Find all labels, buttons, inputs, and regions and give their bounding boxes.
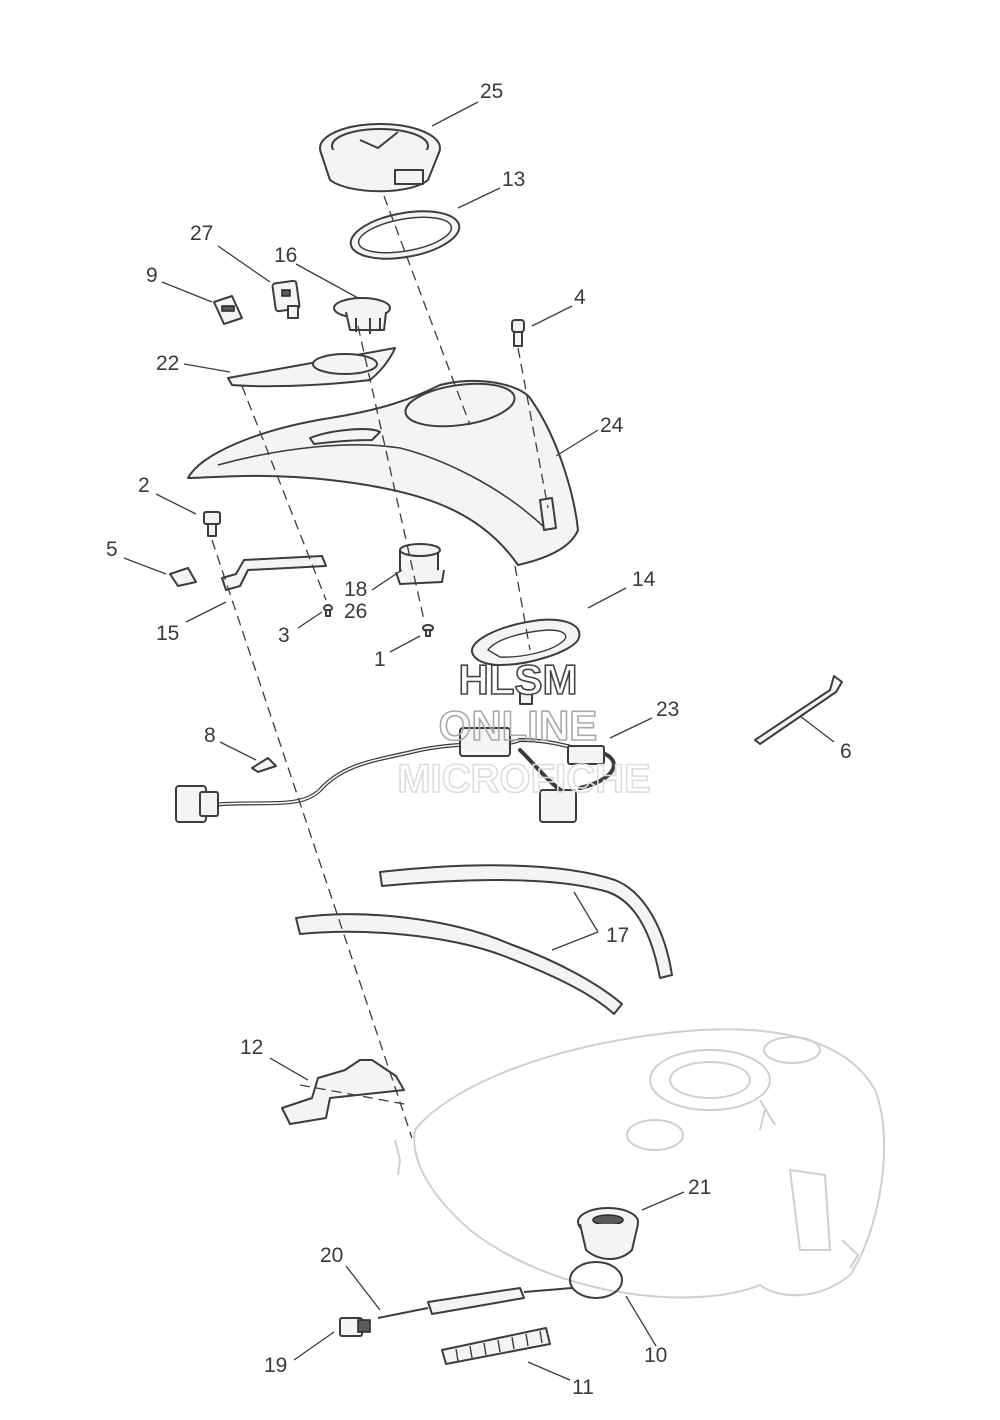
callout-23: 23: [656, 698, 679, 721]
watermark-line-3: MICROFICHE: [397, 757, 650, 801]
callout-13: 13: [502, 168, 525, 191]
part-18-switch: [395, 543, 445, 585]
part-13-gasket: [349, 210, 461, 260]
callout-18: 18: [344, 578, 367, 601]
callout-2: 2: [138, 474, 150, 497]
callout-1: 1: [374, 648, 386, 671]
part-27-clip: [271, 279, 301, 319]
watermark: HLSM ONLINE MICROFICHE: [397, 655, 652, 802]
part-21-fuel-cap: [577, 1207, 639, 1260]
leader-lines: [123, 101, 835, 1381]
callout-22: 22: [156, 352, 179, 375]
part-10-o-ring: [569, 1261, 623, 1299]
callout-5: 5: [106, 538, 118, 561]
part-16-switch: [333, 297, 391, 334]
part-22-trim: [227, 347, 396, 388]
part-24-console: [187, 379, 579, 566]
part-15-bracket: [221, 555, 327, 591]
callout-26: 26: [344, 600, 367, 623]
part-8-clip: [251, 757, 277, 773]
callout-15: 15: [156, 622, 179, 645]
callout-27: 27: [190, 222, 213, 245]
callout-labels: 25 13 27 16 9 4 22 24 2 5 18 26 3 15 14 …: [106, 80, 852, 1399]
part-9-clip: [213, 295, 243, 325]
callout-3: 3: [278, 624, 290, 647]
callout-10: 10: [644, 1344, 667, 1367]
part-6-cable-tie: [754, 675, 843, 745]
part-4-screw: [511, 319, 525, 347]
watermark-line-1: HLSM: [459, 656, 578, 703]
part-25-gauge: [319, 123, 441, 193]
part-17-strips: [295, 864, 673, 1015]
part-14-bezel: [470, 618, 581, 666]
part-12-bracket: [281, 1059, 405, 1125]
callout-12: 12: [240, 1036, 263, 1059]
callout-19: 19: [264, 1354, 287, 1377]
callout-9: 9: [146, 264, 158, 287]
callout-17: 17: [606, 924, 629, 947]
callout-8: 8: [204, 724, 216, 747]
part-26-screw: [323, 604, 333, 617]
callout-21: 21: [688, 1176, 711, 1199]
part-20-sensor: [377, 1287, 573, 1319]
watermark-line-2: ONLINE: [439, 702, 598, 749]
alignment-lines: [211, 195, 549, 1139]
callout-20: 20: [320, 1244, 343, 1267]
part-19-connector: [339, 1317, 371, 1337]
fuel-tank-ghost: [394, 1028, 886, 1299]
part-1-screw: [422, 624, 434, 637]
callout-6: 6: [840, 740, 852, 763]
callout-11: 11: [572, 1376, 594, 1399]
callout-25: 25: [480, 80, 503, 103]
part-5-clip: [169, 567, 197, 587]
callout-14: 14: [632, 568, 656, 591]
part-2-bolt: [203, 511, 221, 537]
part-11-sleeve: [441, 1327, 551, 1365]
callout-16: 16: [274, 244, 297, 267]
callout-24: 24: [600, 414, 624, 437]
callout-4: 4: [574, 286, 586, 309]
part-23-harness: [175, 689, 616, 823]
